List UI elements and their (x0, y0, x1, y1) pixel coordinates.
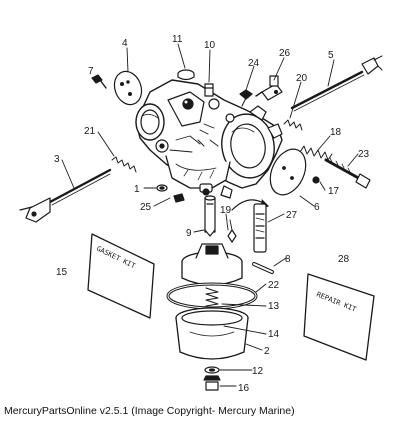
callout-14: 14 (268, 329, 280, 340)
throttle-shaft (19, 168, 112, 223)
callout-25: 25 (140, 202, 152, 213)
copyright-footer: MercuryPartsOnline v2.5.1 (Image Copyrig… (4, 405, 295, 417)
callout-3: 3 (54, 154, 60, 165)
float (181, 243, 243, 286)
washer (156, 184, 168, 192)
callout-15: 15 (56, 267, 68, 278)
callout-4: 4 (122, 38, 128, 49)
callout-16: 16 (238, 383, 250, 394)
callout-2: 2 (264, 346, 270, 357)
callout-6: 6 (314, 202, 320, 213)
float-pin (252, 262, 274, 274)
float-clip (227, 219, 237, 243)
callout-26: 26 (279, 48, 291, 59)
callout-23: 23 (358, 149, 370, 160)
callout-13: 13 (268, 301, 280, 312)
callout-19: 19 (220, 205, 232, 216)
callout-1: 1 (134, 184, 140, 195)
leader-lines (61, 43, 359, 387)
callout-22: 22 (268, 280, 280, 291)
mixture-screw-cap (312, 176, 320, 184)
mixture-screw (324, 157, 371, 189)
throttle-plate (269, 148, 307, 196)
callout-labels: 1 2 3 4 5 6 7 8 9 10 11 12 13 14 15 16 1… (54, 34, 370, 394)
fuel-inlet-fitting (255, 75, 283, 101)
callout-28: 28 (338, 254, 350, 265)
choke-plate (113, 70, 143, 106)
plug-screw (173, 193, 185, 203)
vent-fitting (204, 83, 214, 97)
drain-screw (203, 375, 221, 391)
choke-plate-screw (91, 74, 107, 89)
callout-24: 24 (248, 58, 260, 69)
gasket-kit-card: GASKET KIT (87, 233, 155, 319)
callout-8: 8 (285, 254, 291, 265)
callout-12: 12 (252, 366, 264, 377)
callout-11: 11 (172, 34, 183, 45)
callout-27: 27 (286, 210, 298, 221)
callout-7: 7 (88, 66, 94, 77)
callout-18: 18 (330, 127, 342, 138)
repair-kit-card: REPAIR KIT (303, 273, 375, 361)
callout-17b: 17 (328, 186, 340, 197)
mixture-spring (299, 145, 333, 161)
drain-washer (204, 366, 220, 374)
welch-plug (177, 69, 195, 81)
choke-shaft (290, 55, 383, 112)
callout-9: 9 (186, 228, 192, 239)
callout-5: 5 (328, 50, 334, 61)
main-jet-tube (204, 195, 216, 237)
carburetor-body (135, 79, 283, 199)
callout-21: 21 (84, 126, 96, 137)
callout-20: 20 (296, 73, 308, 84)
needle-valve-assembly (253, 203, 267, 253)
idle-fitting (239, 89, 253, 107)
float-bowl (175, 307, 249, 360)
throttle-spring (111, 156, 137, 173)
bowl-spring (205, 287, 219, 307)
callout-10: 10 (204, 40, 216, 51)
choke-spring (283, 119, 303, 131)
